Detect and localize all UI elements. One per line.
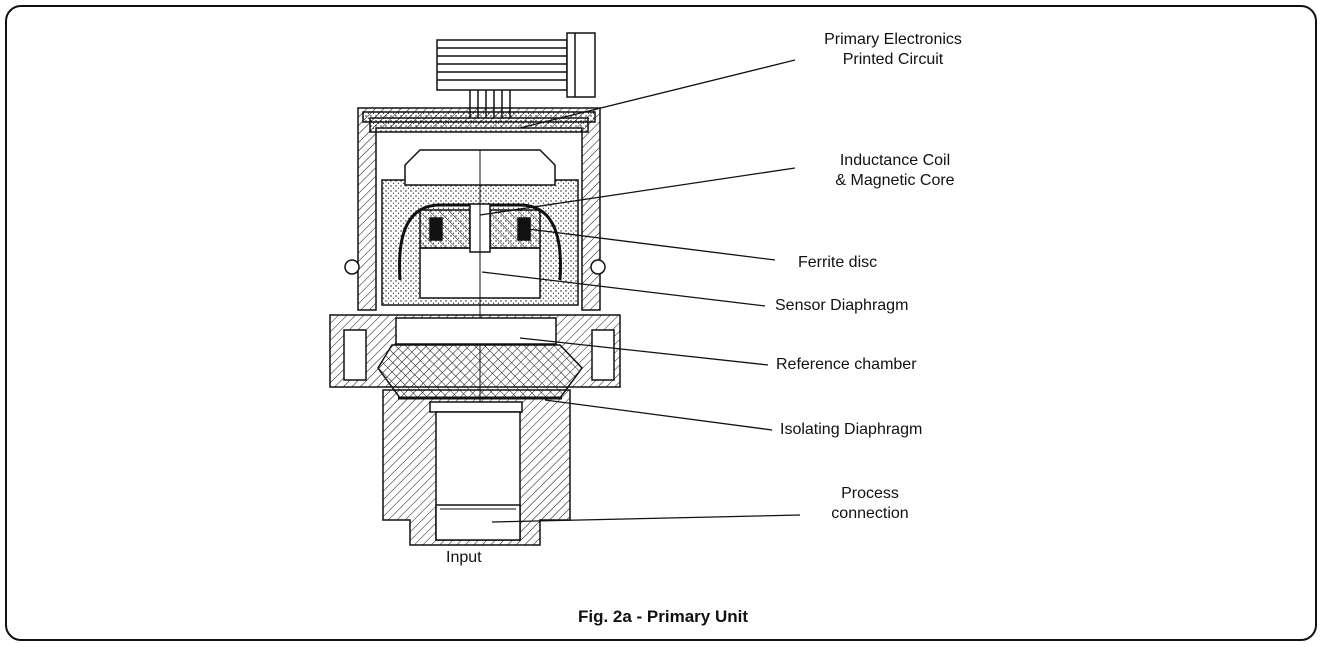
callout-sensor-diaphragm: Sensor Diaphragm — [775, 296, 908, 316]
callout-line: connection — [831, 505, 909, 522]
callout-line: Reference chamber — [776, 356, 917, 373]
upper-housing — [344, 107, 606, 311]
figure-caption: Fig. 2a - Primary Unit — [577, 607, 749, 626]
callout-primary-electronics: Primary Electronics Printed Circuit — [787, 30, 999, 70]
figure-frame — [5, 5, 1317, 641]
callout-line: Ferrite disc — [798, 254, 878, 271]
callout-line: Printed Circuit — [842, 51, 944, 68]
reference-section — [329, 314, 621, 400]
callout-line: Sensor Diaphragm — [775, 297, 909, 314]
callout-line: & Magnetic Core — [835, 172, 955, 189]
callout-process-connection: Process connection — [795, 484, 945, 524]
input-label: Input — [446, 549, 482, 566]
process-body — [382, 389, 571, 546]
leader-lines — [479, 59, 801, 523]
callout-reference-chamber: Reference chamber — [776, 355, 917, 375]
callout-line: Primary Electronics — [824, 31, 962, 48]
callout-ferrite-disc: Ferrite disc — [798, 253, 877, 273]
callout-isolating-diaphragm: Isolating Diaphragm — [780, 420, 922, 440]
callout-line: Isolating Diaphragm — [780, 421, 923, 438]
callout-line: Inductance Coil — [839, 152, 951, 169]
callout-inductance-coil: Inductance Coil & Magnetic Core — [800, 151, 990, 191]
connector — [436, 32, 596, 118]
callout-line: Process — [841, 485, 899, 502]
